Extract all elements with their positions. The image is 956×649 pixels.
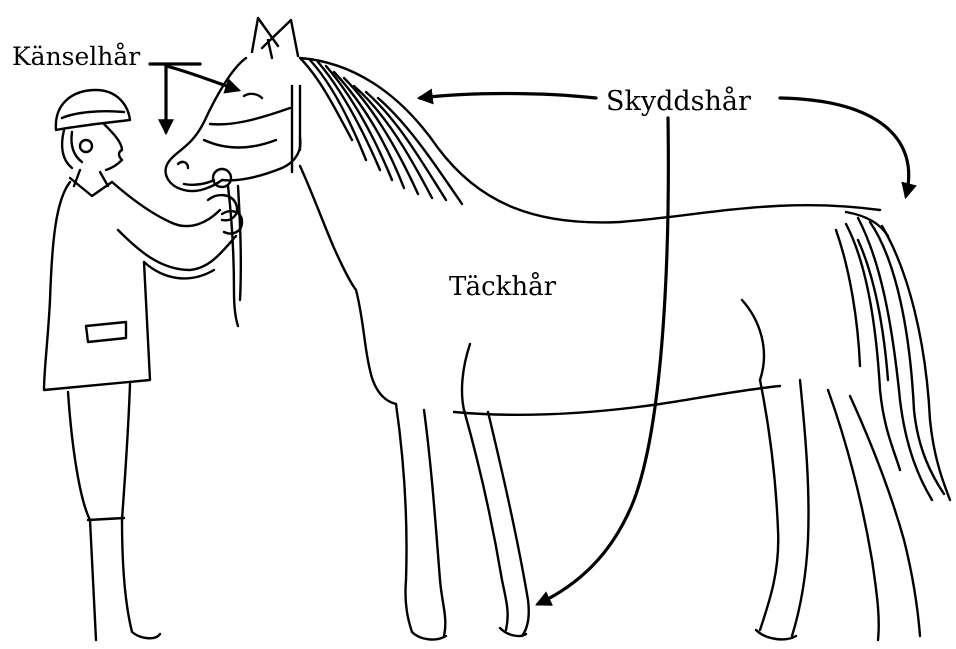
- rider-drawing: [44, 90, 242, 640]
- label-skyddshar: Skyddshår: [606, 88, 751, 115]
- label-tackhar: Täckhår: [449, 274, 556, 300]
- label-kanselhar: Känselhår: [12, 44, 140, 69]
- horse-drawing: [166, 18, 950, 640]
